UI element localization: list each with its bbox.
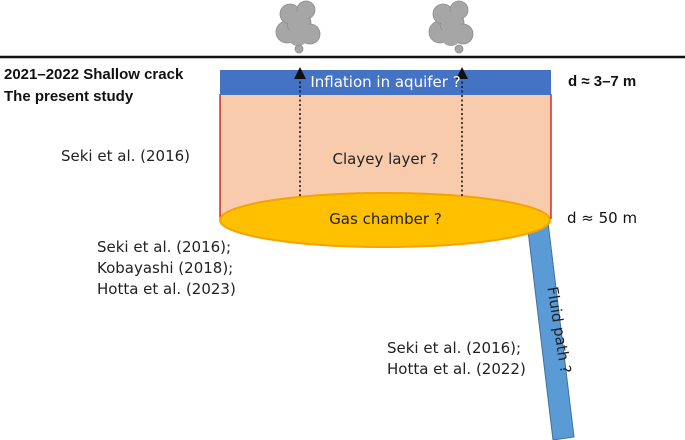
depth-shallow-label: d ≈ 3–7 m — [568, 73, 637, 90]
vent-plume-right — [428, 0, 474, 54]
inflation-label: Inflation in aquifer ? — [310, 73, 461, 91]
reference-gas-chamber-3: Hotta et al. (2023) — [97, 280, 236, 298]
vent-plume-left — [275, 0, 321, 54]
reference-fluid-path-1: Seki et al. (2016); — [387, 339, 522, 357]
depth-deep-label: d ≈ 50 m — [567, 209, 638, 227]
reference-fluid-path-2: Hotta et al. (2022) — [387, 360, 526, 378]
gas-chamber — [219, 192, 551, 248]
gas-chamber-label: Gas chamber ? — [329, 210, 442, 228]
heading-present-study: The present study — [4, 88, 134, 105]
heading-shallow-crack: 2021–2022 Shallow crack — [4, 66, 184, 83]
reference-clayey: Seki et al. (2016) — [61, 147, 191, 165]
reference-gas-chamber-1: Seki et al. (2016); — [97, 238, 232, 256]
aquifer-layer — [220, 70, 551, 95]
clayey-label: Clayey layer ? — [332, 150, 439, 168]
reference-gas-chamber-2: Kobayashi (2018); — [97, 259, 234, 277]
